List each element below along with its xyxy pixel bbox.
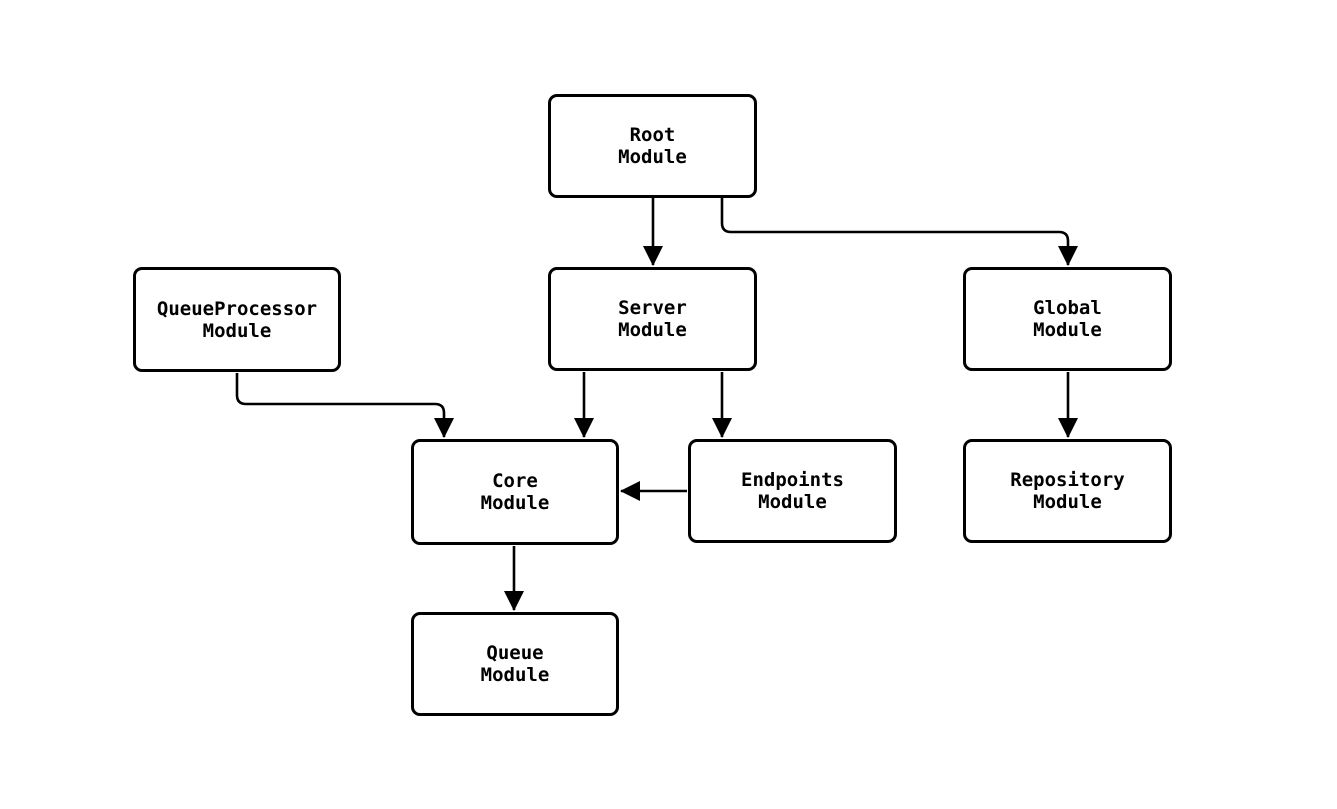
node-label-endpoints: Endpoints Module [741,469,844,513]
edge-queueprocessor-to-core [235,373,454,438]
node-label-queueprocessor: QueueProcessor Module [156,297,318,342]
edge-root-to-global [720,198,1078,266]
node-label-global: Global Module [1033,297,1102,341]
node-repository: Repository Module [963,439,1172,543]
node-root: Root Module [548,94,757,198]
node-label-core: Core Module [480,470,550,514]
node-global: Global Module [963,267,1172,371]
node-server: Server Module [548,267,757,371]
node-queue: Queue Module [411,612,619,716]
node-core: Core Module [411,439,619,545]
node-label-queue: Queue Module [480,642,550,686]
node-endpoints: Endpoints Module [688,439,897,543]
node-label-root: Root Module [618,124,687,168]
node-label-repository: Repository Module [1010,469,1125,513]
node-queueprocessor: QueueProcessor Module [133,267,341,372]
node-label-server: Server Module [618,297,687,341]
